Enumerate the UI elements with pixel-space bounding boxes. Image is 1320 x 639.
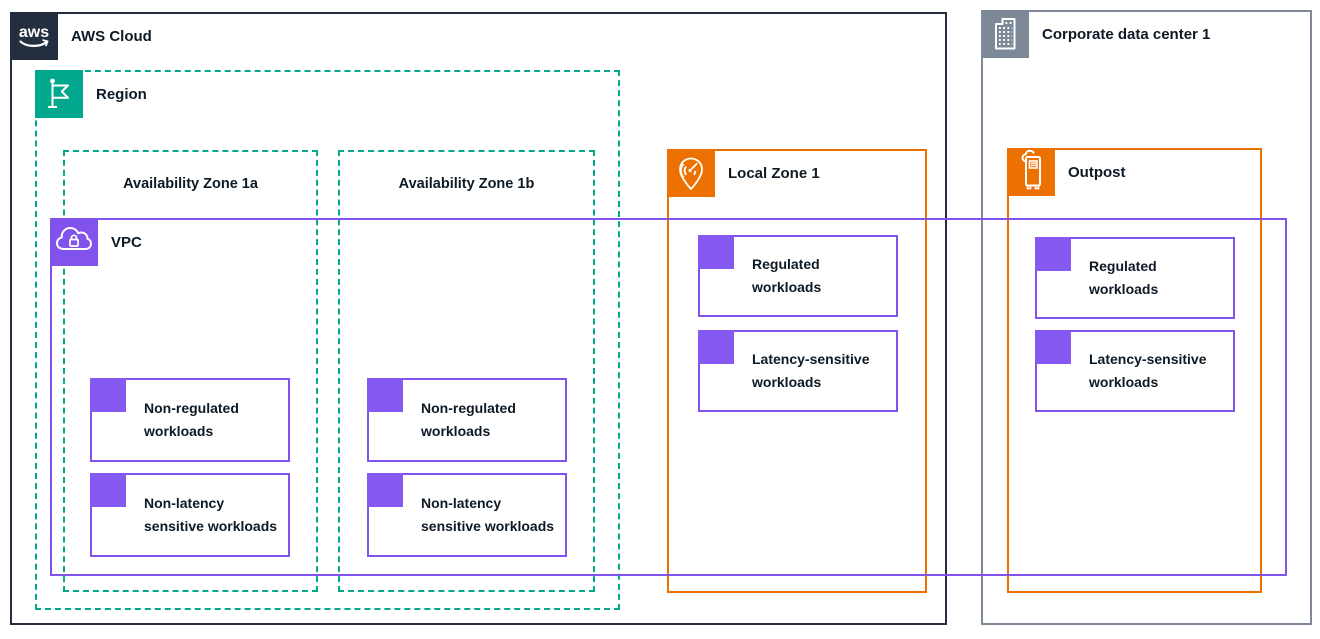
local-zone-label: Local Zone 1: [728, 164, 820, 182]
workload-corner-badge: [90, 473, 126, 507]
workload-box-az1b-non-latency: Non-latency sensitive workloads: [367, 473, 567, 557]
svg-text:aws: aws: [19, 24, 49, 41]
workload-corner-badge: [698, 330, 734, 364]
workload-corner-badge: [1035, 237, 1071, 271]
outpost-group: Outpost: [1007, 148, 1262, 593]
workload-label: Non-latency sensitive workloads: [421, 495, 555, 534]
aws-logo-icon: aws: [10, 12, 58, 60]
workload-label: Non-latency sensitive workloads: [144, 495, 278, 534]
vpc-group: VPC: [50, 218, 1287, 576]
availability-zone-1b-label: Availability Zone 1b: [398, 176, 535, 192]
workload-box-az1b-non-regulated: Non-regulated workloads: [367, 378, 567, 462]
vpc-label: VPC: [111, 233, 142, 251]
outpost-rack-icon: [1007, 148, 1055, 196]
workload-label: Latency-sensitive workloads: [1089, 351, 1207, 390]
outpost-header: Outpost: [1007, 148, 1126, 196]
workload-label: Non-regulated workloads: [421, 400, 516, 439]
workload-box-outpost-regulated: Regulated workloads: [1035, 237, 1235, 319]
corporate-data-center-header: Corporate data center 1: [981, 10, 1210, 58]
local-zone-header: Local Zone 1: [667, 149, 820, 197]
corporate-data-center-group: Corporate data center 1: [981, 10, 1312, 625]
workload-corner-badge: [367, 473, 403, 507]
workload-label: Regulated workloads: [1089, 258, 1159, 297]
workload-corner-badge: [1035, 330, 1071, 364]
workload-box-az1a-non-regulated: Non-regulated workloads: [90, 378, 290, 462]
workload-label: Regulated workloads: [752, 256, 822, 295]
workload-box-localzone-regulated: Regulated workloads: [698, 235, 898, 317]
workload-box-localzone-latency: Latency-sensitive workloads: [698, 330, 898, 412]
workload-box-az1a-non-latency: Non-latency sensitive workloads: [90, 473, 290, 557]
corporate-data-center-label: Corporate data center 1: [1042, 25, 1211, 43]
workload-box-outpost-latency: Latency-sensitive workloads: [1035, 330, 1235, 412]
availability-zone-1b-group: Availability Zone 1b: [338, 150, 595, 592]
workload-label: Non-regulated workloads: [144, 400, 239, 439]
vpc-cloud-lock-icon: [50, 218, 98, 266]
aws-cloud-label: AWS Cloud: [71, 27, 152, 45]
corporate-building-icon: [981, 10, 1029, 58]
region-group: Region: [35, 70, 620, 610]
aws-cloud-header: aws AWS Cloud: [10, 12, 152, 60]
availability-zone-1a-label: Availability Zone 1a: [123, 176, 258, 192]
aws-cloud-group: aws AWS Cloud: [10, 12, 947, 625]
availability-zone-1a-group: Availability Zone 1a: [63, 150, 318, 592]
local-zone-pin-icon: [667, 149, 715, 197]
workload-corner-badge: [90, 378, 126, 412]
outpost-label: Outpost: [1068, 163, 1126, 181]
vpc-header: VPC: [50, 218, 142, 266]
workload-corner-badge: [367, 378, 403, 412]
workload-label: Latency-sensitive workloads: [752, 351, 870, 390]
local-zone-group: Local Zone 1: [667, 149, 927, 593]
region-header: Region: [35, 70, 147, 118]
region-flag-icon: [35, 70, 83, 118]
region-label: Region: [96, 85, 147, 103]
workload-corner-badge: [698, 235, 734, 269]
